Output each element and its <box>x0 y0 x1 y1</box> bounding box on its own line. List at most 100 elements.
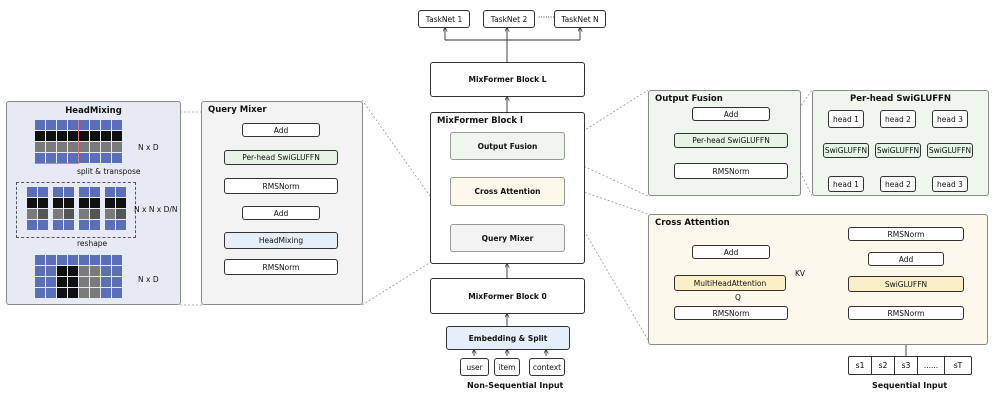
matrix-top-cell <box>79 120 89 130</box>
matrix-bottom-cell <box>35 277 45 287</box>
matrix-bottom-cell <box>90 266 100 276</box>
matrix-mid-2-cell <box>64 187 74 197</box>
seq-token-s3: s3 <box>895 357 918 374</box>
matrix-bottom-cell <box>90 255 100 265</box>
matrix-bottom-cell <box>112 266 122 276</box>
query-mixer-block: Query Mixer <box>450 224 565 252</box>
matrix-bottom-cell <box>79 255 89 265</box>
cross-attention-block: Cross Attention <box>450 177 565 206</box>
seq-token-s1: s1 <box>849 357 872 374</box>
ca-query-label: Q <box>735 293 741 302</box>
matrix-bottom-cell <box>57 255 67 265</box>
tasknet-n: TaskNet N <box>554 10 606 28</box>
matrix-bottom-cell <box>68 288 78 298</box>
perhead-bottom-head-2: head 2 <box>880 176 916 192</box>
matrix-mid-1-cell <box>38 220 48 230</box>
matrix-mid-1-cell <box>27 187 37 197</box>
ca-kv-label: KV <box>795 269 806 278</box>
qm-perhead-ffn: Per-head SwiGLUFFN <box>224 150 338 165</box>
nd-matrix-top <box>34 119 125 169</box>
matrix-top-cell <box>101 142 111 152</box>
matrix-bottom-cell <box>68 277 78 287</box>
matrix-bottom-cell <box>101 255 111 265</box>
matrix-bottom-cell <box>112 277 122 287</box>
matrix-bottom-cell <box>57 288 67 298</box>
matrix-top-cell <box>68 131 78 141</box>
dotted-split-box <box>16 182 136 238</box>
matrix-top-cell <box>101 131 111 141</box>
output-fusion-panel-title: Output Fusion <box>655 94 723 104</box>
matrix-top-cell <box>46 120 56 130</box>
ca-rmsnorm-right: RMSNorm <box>848 306 964 320</box>
reshape-label: reshape <box>77 239 108 248</box>
query-mixer-panel-title: Query Mixer <box>208 105 267 115</box>
matrix-shape-top: N x D <box>138 143 159 152</box>
matrix-mid-3-cell <box>90 220 100 230</box>
matrix-mid-4-cell <box>105 220 115 230</box>
perhead-top-head-3: head 3 <box>932 110 968 128</box>
matrix-top-cell <box>46 153 56 163</box>
sequential-input-caption: Sequential Input <box>872 381 948 390</box>
matrix-bottom-cell <box>68 255 78 265</box>
perhead-swiglu-1: SwiGLUFFN <box>823 143 869 158</box>
matrix-top-svg <box>34 119 122 164</box>
matrix-mid-4-cell <box>116 187 126 197</box>
matrix-mid-2-cell <box>53 187 63 197</box>
matrix-top-cell <box>79 142 89 152</box>
matrix-mid-4-cell <box>105 198 115 208</box>
of-perhead-ffn: Per-head SwiGLUFFN <box>674 133 788 148</box>
matrix-bottom-cell <box>101 266 111 276</box>
matrix-top-cell <box>68 153 78 163</box>
non-sequential-input-caption: Non-Sequential Input <box>467 381 564 390</box>
mixformer-block-l-title: MixFormer Block l <box>437 116 523 126</box>
matrix-bottom-cell <box>79 277 89 287</box>
matrix-bottom-cell <box>35 288 45 298</box>
matrix-bottom-svg <box>35 255 122 298</box>
matrix-mid-4-cell <box>116 209 126 219</box>
matrix-mid-svg <box>27 187 126 230</box>
matrix-top-highlight <box>34 119 79 164</box>
headmixing-title: HeadMixing <box>65 106 122 116</box>
seq-token-ellipsis: ...... <box>918 357 945 374</box>
matrix-top-cell <box>79 153 89 163</box>
matrix-bottom-cell <box>46 255 56 265</box>
matrix-top-cell <box>46 142 56 152</box>
matrix-top-cell <box>35 142 45 152</box>
matrix-top-cell <box>101 120 111 130</box>
matrix-mid-2-cell <box>64 198 74 208</box>
matrix-top-cell <box>57 142 67 152</box>
perhead-bottom-head-1: head 1 <box>828 176 864 192</box>
ca-multihead-attention: MultiHeadAttention <box>674 275 786 291</box>
matrix-mid-1-cell <box>38 198 48 208</box>
matrix-bottom-cell <box>46 277 56 287</box>
matrix-top-cell <box>90 153 100 163</box>
matrix-bottom-cell <box>46 288 56 298</box>
embedding-split-block: Embedding & Split <box>446 326 570 350</box>
input-item: item <box>494 358 520 376</box>
matrix-shape-mid: N x N x D/N <box>134 205 178 214</box>
tasknet-1: TaskNet 1 <box>418 10 470 28</box>
perhead-bottom-head-3: head 3 <box>932 176 968 192</box>
matrix-top-cell <box>57 153 67 163</box>
matrix-bottom-cell <box>90 288 100 298</box>
matrix-mid-1-cell <box>27 209 37 219</box>
perhead-panel-title: Per-head SwiGLUFFN <box>850 94 951 104</box>
matrix-mid-3-cell <box>79 198 89 208</box>
nd-matrix-bottom <box>35 255 125 304</box>
matrix-mid-3-cell <box>79 187 89 197</box>
qm-add-bottom: Add <box>242 206 320 220</box>
matrix-mid-2-cell <box>53 209 63 219</box>
matrix-bottom-cell <box>35 266 45 276</box>
matrix-top-cell <box>112 131 122 141</box>
output-fusion-block: Output Fusion <box>450 132 565 160</box>
matrix-bottom-cell <box>57 277 67 287</box>
matrix-mid-4-cell <box>116 220 126 230</box>
matrix-bottom-cell <box>79 266 89 276</box>
matrix-bottom-cell <box>79 288 89 298</box>
qm-add-top: Add <box>242 123 320 137</box>
matrix-top-cell <box>68 142 78 152</box>
matrix-mid-3-cell <box>90 187 100 197</box>
tasknet-ellipsis: ······· <box>538 13 555 22</box>
matrix-mid-4-cell <box>105 187 115 197</box>
matrix-mid-4-cell <box>105 209 115 219</box>
